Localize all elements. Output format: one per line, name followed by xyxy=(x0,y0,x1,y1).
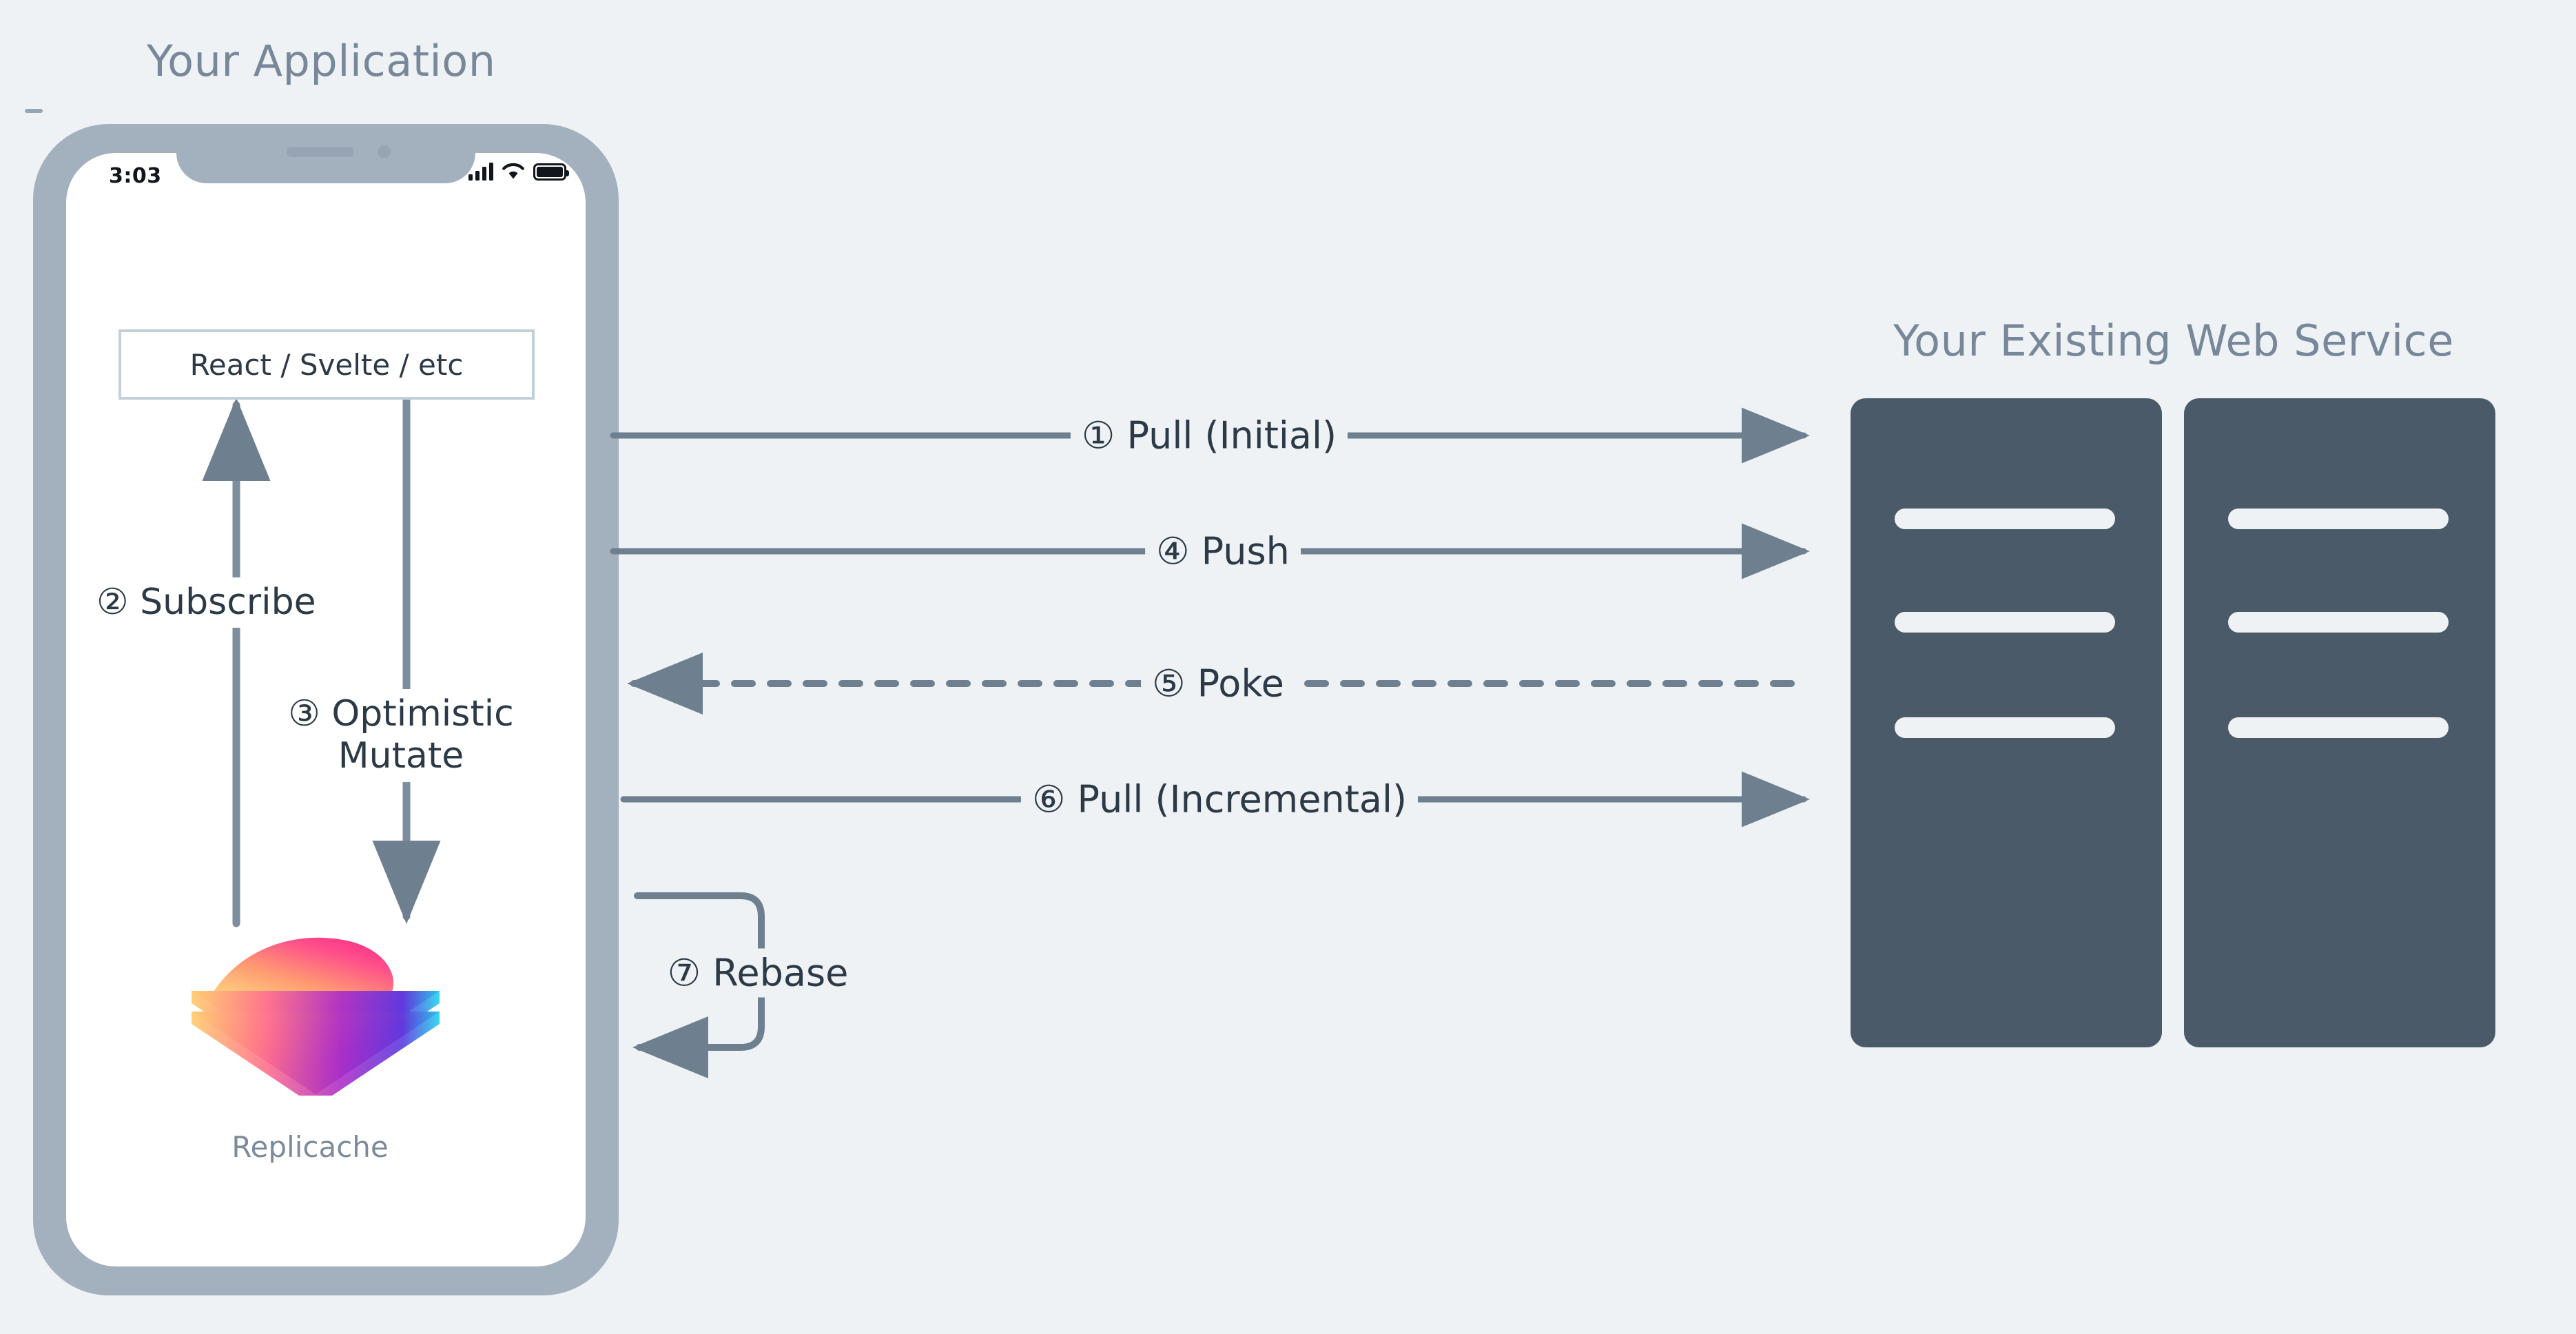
battery-icon xyxy=(533,163,569,181)
framework-box: React / Svelte / etc xyxy=(119,329,535,400)
status-icon-group xyxy=(468,163,569,181)
replicache-label: Replicache xyxy=(231,1130,389,1164)
server-bar xyxy=(1895,509,2115,529)
cellular-signal-icon xyxy=(468,163,493,181)
application-title: Your Application xyxy=(147,36,496,86)
status-time: 3:03 xyxy=(109,164,162,188)
flow-label-push: ④ Push xyxy=(1145,526,1301,576)
server-rack-1 xyxy=(1851,398,2162,1047)
phone-notch xyxy=(176,124,475,183)
speaker-slot-icon xyxy=(287,147,354,157)
server-bar xyxy=(1895,717,2115,738)
flow-label-poke: ⑤ Poke xyxy=(1141,659,1295,708)
flow-label-pull-incremental: ⑥ Pull (Incremental) xyxy=(1020,774,1419,824)
server-bar xyxy=(1895,612,2115,633)
flow-label-subscribe: ② Subscribe xyxy=(90,577,323,628)
phone-status-bar: 3:03 xyxy=(66,153,586,201)
front-camera-icon xyxy=(378,145,391,158)
phone-side-button-icon xyxy=(25,109,43,113)
web-service-title: Your Existing Web Service xyxy=(1893,316,2454,366)
wifi-icon xyxy=(502,163,525,181)
replicache-logo-icon xyxy=(171,916,460,1107)
server-bar xyxy=(2228,509,2449,529)
framework-box-label: React / Svelte / etc xyxy=(189,347,464,382)
server-bar xyxy=(2228,717,2449,738)
flow-label-rebase: ⑦ Rebase xyxy=(656,948,860,998)
server-bar xyxy=(2228,612,2449,633)
flow-label-optimistic-mutate: ③ Optimistic Mutate xyxy=(256,689,546,782)
server-rack-2 xyxy=(2184,398,2495,1047)
flow-label-pull-initial: ① Pull (Initial) xyxy=(1070,411,1348,460)
